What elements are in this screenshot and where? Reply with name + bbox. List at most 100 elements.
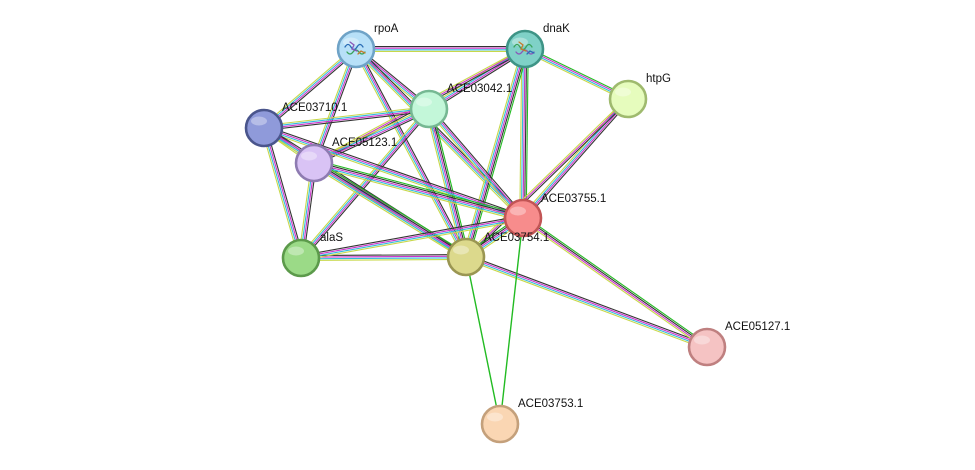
node-circle[interactable] — [244, 108, 284, 148]
edge-strand-experiments — [356, 48, 468, 257]
edge-ACE05123.1-ACE03754.1 — [312, 159, 468, 261]
edge-alaS-ACE03755.1 — [300, 215, 524, 261]
edge-strand-coexpression — [314, 161, 468, 257]
edge-strand-textmining — [301, 258, 467, 261]
edge-htpG-ACE03754.1 — [464, 97, 630, 259]
node-label: alaS — [320, 232, 343, 244]
edge-ACE03754.1-ACE03753.1 — [465, 256, 501, 425]
edge-strand-coexpression — [265, 127, 304, 258]
node-label: rpoA — [374, 23, 399, 35]
edge-strand-experiments — [313, 162, 467, 258]
node-circle[interactable] — [687, 327, 727, 367]
edge-strand-experiments — [522, 218, 707, 349]
edge-strand-textmining — [519, 48, 523, 218]
edge-strand-experiments — [465, 98, 629, 258]
node-label: htpG — [646, 73, 671, 85]
edge-strand-coexpression — [466, 99, 630, 259]
node-label: ACE03754.1 — [484, 232, 549, 244]
edge-ACE03042.1-alaS — [298, 107, 432, 260]
edge-ACE03755.1-ACE03753.1 — [499, 217, 524, 425]
edge-strand-textmining — [464, 258, 707, 350]
edge-strand-databases — [263, 47, 356, 128]
edge-strand-textmining — [426, 110, 522, 220]
node-highlight — [694, 335, 710, 345]
node-alaS[interactable]: alaS — [281, 232, 343, 278]
edge-strand-coexpression — [302, 110, 432, 260]
node-ACE05127.1[interactable]: ACE05127.1 — [687, 321, 790, 367]
node-highlight — [615, 87, 631, 97]
edge-strand-databases — [520, 48, 524, 218]
edge-strand-textmining — [425, 109, 464, 258]
edge-strand-databases — [301, 257, 467, 260]
edge-strand-experiments — [300, 255, 466, 258]
edge-strand-textmining — [353, 50, 522, 221]
node-circle[interactable] — [281, 238, 321, 278]
edge-ACE03042.1-ACE05123.1 — [312, 106, 431, 166]
edge-strand-coexpression — [264, 125, 524, 217]
edge-strand-databases — [313, 164, 523, 221]
edge-strand-coexpression — [300, 215, 523, 257]
node-label: ACE05123.1 — [332, 137, 397, 149]
edge-strand-textmining — [298, 107, 428, 257]
edge-strand-coexpression — [524, 100, 631, 220]
edge-strand-experiments — [300, 216, 523, 258]
edge-strand-experiments — [264, 49, 357, 130]
edge-strand-textmining — [261, 128, 300, 259]
node-highlight — [251, 116, 267, 126]
edge-ACE03754.1-ACE05127.1 — [464, 254, 709, 350]
edge-strand-coexpression — [315, 49, 359, 165]
node-label: ACE05127.1 — [725, 321, 790, 333]
edge-strand-neighborhood — [525, 49, 529, 219]
node-ACE03754.1[interactable]: ACE03754.1 — [446, 232, 549, 277]
edge-strand-neighborhood — [524, 215, 709, 346]
node-circle[interactable] — [294, 143, 334, 183]
node-ACE03710.1[interactable]: ACE03710.1 — [244, 102, 347, 148]
node-highlight — [487, 412, 503, 422]
node-label: dnaK — [543, 23, 570, 35]
edge-strand-databases — [312, 48, 356, 163]
nodes-layer: rpoA dnaK htpG ACE03042.1ACE03710.1ACE05123… — [244, 23, 790, 444]
node-rpoA[interactable]: rpoA — [336, 23, 399, 69]
node-circle[interactable] — [480, 404, 520, 444]
edge-strand-neighborhood — [315, 159, 468, 255]
edge-strand-coexpression — [466, 254, 709, 346]
node-ACE05123.1[interactable]: ACE05123.1 — [294, 137, 397, 183]
node-circle[interactable] — [503, 198, 543, 238]
node-dnaK[interactable]: dnaK — [505, 23, 570, 69]
node-label: ACE03710.1 — [282, 102, 347, 114]
node-highlight — [301, 151, 317, 161]
node-ACE03753.1[interactable]: ACE03753.1 — [480, 398, 583, 444]
node-htpG[interactable]: htpG — [608, 73, 671, 119]
node-ACE03042.1[interactable]: ACE03042.1 — [409, 83, 512, 129]
edge-strand-experiments — [429, 108, 525, 218]
edge-strand-coexpression — [314, 160, 524, 217]
node-circle[interactable] — [608, 79, 648, 119]
edge-strand-experiments — [301, 109, 431, 259]
edge-strand-coexpression — [467, 49, 528, 258]
edge-strand-experiments — [264, 127, 303, 258]
edge-strand-textmining — [312, 165, 465, 261]
edge-rpoA-ACE05123.1 — [311, 47, 359, 165]
edge-strand-coexpression — [265, 50, 358, 131]
edge-strand-experiments — [522, 48, 526, 219]
protein-structure-icon — [513, 41, 535, 55]
edge-strand-coexpression — [524, 49, 528, 219]
node-label: ACE03042.1 — [447, 83, 512, 95]
edge-strand-textmining — [313, 165, 523, 222]
edge-strand-neighborhood — [314, 159, 524, 216]
edge-strand-textmining — [464, 97, 628, 257]
edge-dnaK-ACE03755.1 — [519, 48, 529, 219]
protein-structure-icon — [344, 41, 366, 55]
node-ACE03755.1[interactable]: ACE03755.1 — [503, 193, 606, 238]
edge-strand-textmining — [263, 106, 429, 127]
node-circle[interactable] — [446, 237, 486, 277]
edge-ACE03042.1-ACE03755.1 — [426, 107, 526, 220]
node-circle[interactable] — [409, 89, 449, 129]
edge-strand-coexpression — [430, 107, 526, 217]
edge-strand-experiments — [465, 48, 526, 258]
node-label: ACE03753.1 — [518, 398, 583, 410]
edge-strand-databases — [263, 107, 429, 128]
edge-strand-databases — [312, 163, 466, 259]
edge-rpoA-ACE03754.1 — [353, 47, 469, 259]
edge-strand-coexpression — [314, 110, 431, 166]
